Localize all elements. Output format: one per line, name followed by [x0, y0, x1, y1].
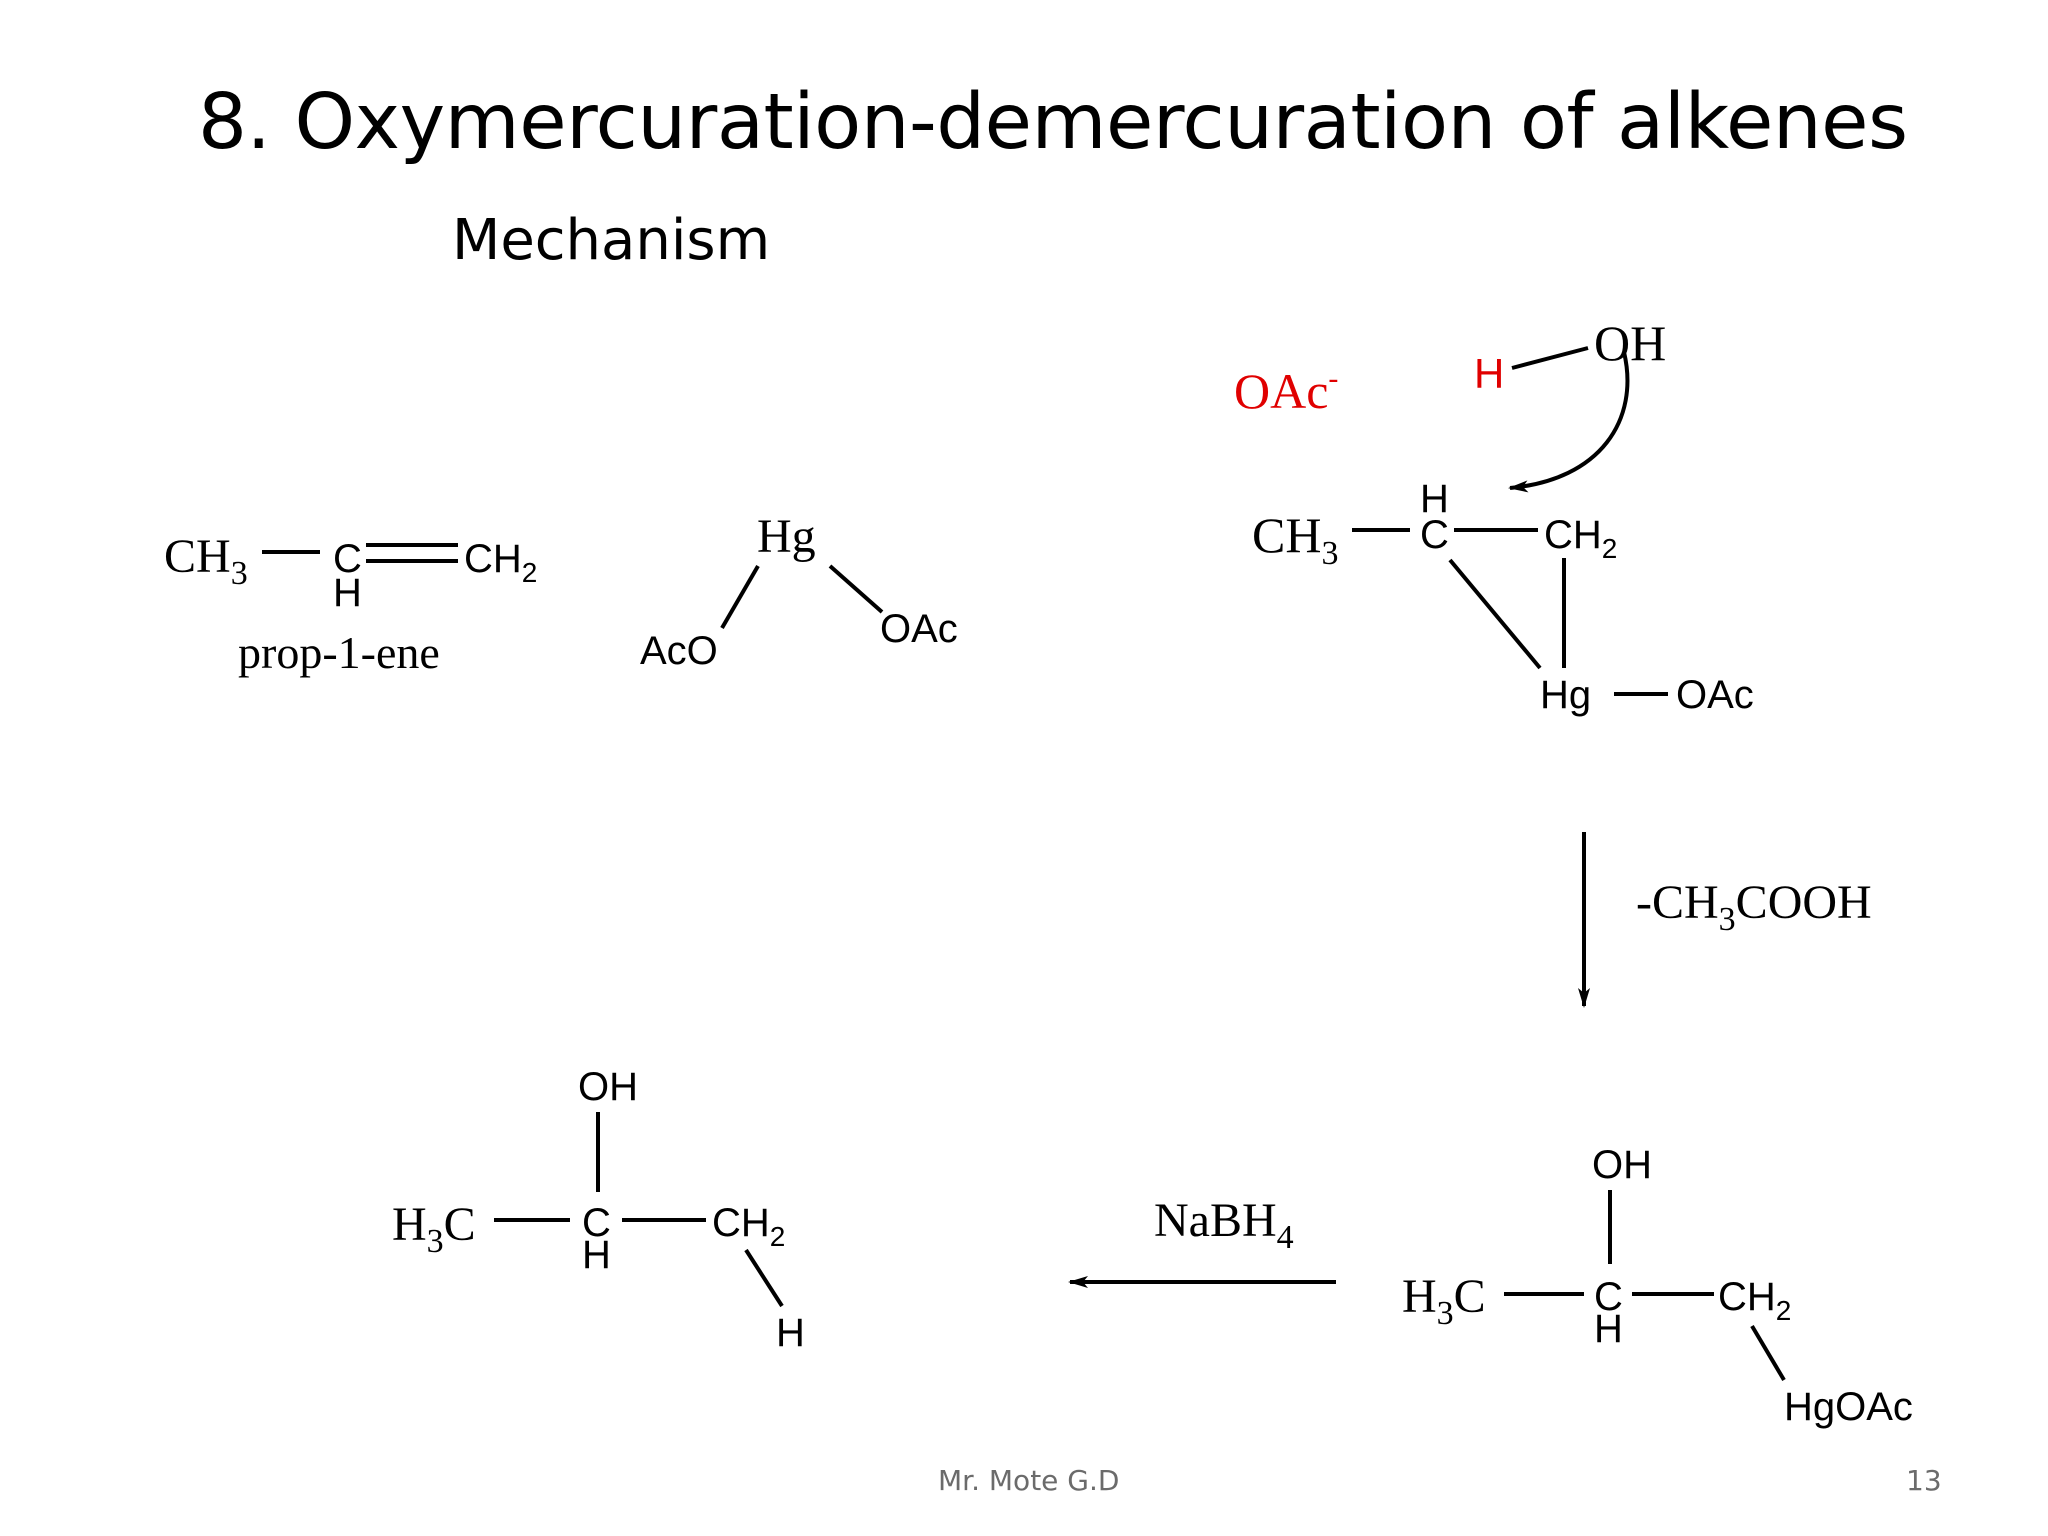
- mercurinium-ch2-label: CH2: [1544, 513, 1617, 564]
- footer-page-number: 13: [1906, 1464, 1942, 1497]
- organomercury-oh-label: OH: [1592, 1143, 1652, 1187]
- propene-c-label: C: [333, 537, 362, 581]
- step-1: -CH3COOH: [1578, 832, 1872, 1008]
- product-ch2-label: CH2: [712, 1201, 785, 1252]
- propene-h-label: H: [333, 571, 362, 615]
- slide-subtitle: Mechanism: [452, 208, 771, 273]
- product-h3c-label: H3C: [392, 1198, 476, 1260]
- mercurinium-ch3-label: CH3: [1252, 507, 1338, 572]
- water-oh-bond: [1511, 346, 1589, 370]
- mercurinium-oac-label: OAc: [1676, 673, 1754, 717]
- product-oh-label: OH: [578, 1065, 638, 1109]
- product-structure: OH H3C C H CH2 H: [392, 1065, 805, 1355]
- organomercury-structure: OH H3C C H CH2 HgOAc: [1402, 1143, 1913, 1429]
- organomercury-hg-bond: [1750, 1324, 1786, 1382]
- hgoac2-bond-right: [828, 564, 884, 614]
- water-oh-label: OH: [1594, 315, 1666, 371]
- propene-name: prop-1-ene: [238, 627, 440, 678]
- mercurinium-c-hg-bond: [1448, 558, 1542, 670]
- propene-structure: CH3 C H CH2 prop-1-ene: [164, 530, 537, 678]
- hgoac2-oac-label: OAc: [880, 607, 958, 651]
- organomercury-hgoac-label: HgOAc: [1784, 1385, 1913, 1429]
- hgoac2-bond-left: [720, 564, 760, 630]
- propene-ch3-label: CH3: [164, 530, 248, 592]
- organomercury-c-label: C: [1594, 1275, 1623, 1319]
- mercurinium-c-label: C: [1420, 513, 1449, 557]
- footer-author: Mr. Mote G.D: [938, 1464, 1120, 1497]
- mercuric-acetate-structure: Hg AcO OAc: [640, 510, 958, 673]
- organomercury-h-label: H: [1594, 1307, 1623, 1351]
- product-c-h-bond: [744, 1248, 784, 1308]
- product-h-end-label: H: [776, 1311, 805, 1355]
- propene-ch2-label: CH2: [464, 537, 537, 588]
- mercurinium-hg-label: Hg: [1540, 673, 1591, 717]
- acetate-ion-label: OAc-: [1234, 362, 1338, 419]
- organomercury-h3c-label: H3C: [1402, 1270, 1486, 1332]
- mercurinium-h-label: H: [1420, 477, 1449, 521]
- slide-title: 8. Oxymercuration-demercuration of alken…: [198, 78, 1908, 167]
- mercurinium-structure: OAc- H OH CH3 H C CH2 Hg OAc: [1234, 315, 1754, 717]
- product-h-label: H: [582, 1233, 611, 1277]
- nucleophilic-attack-arrow: [1508, 351, 1630, 493]
- step-1-reagent: -CH3COOH: [1636, 876, 1872, 938]
- water-h-label: H: [1474, 350, 1504, 397]
- product-c-label: C: [582, 1201, 611, 1245]
- step-2-reagent: NaBH4: [1154, 1194, 1294, 1256]
- hgoac2-aco-label: AcO: [640, 629, 718, 673]
- step-2: NaBH4: [1068, 1194, 1336, 1288]
- hgoac2-hg-label: Hg: [757, 510, 816, 563]
- organomercury-ch2-label: CH2: [1718, 1275, 1791, 1326]
